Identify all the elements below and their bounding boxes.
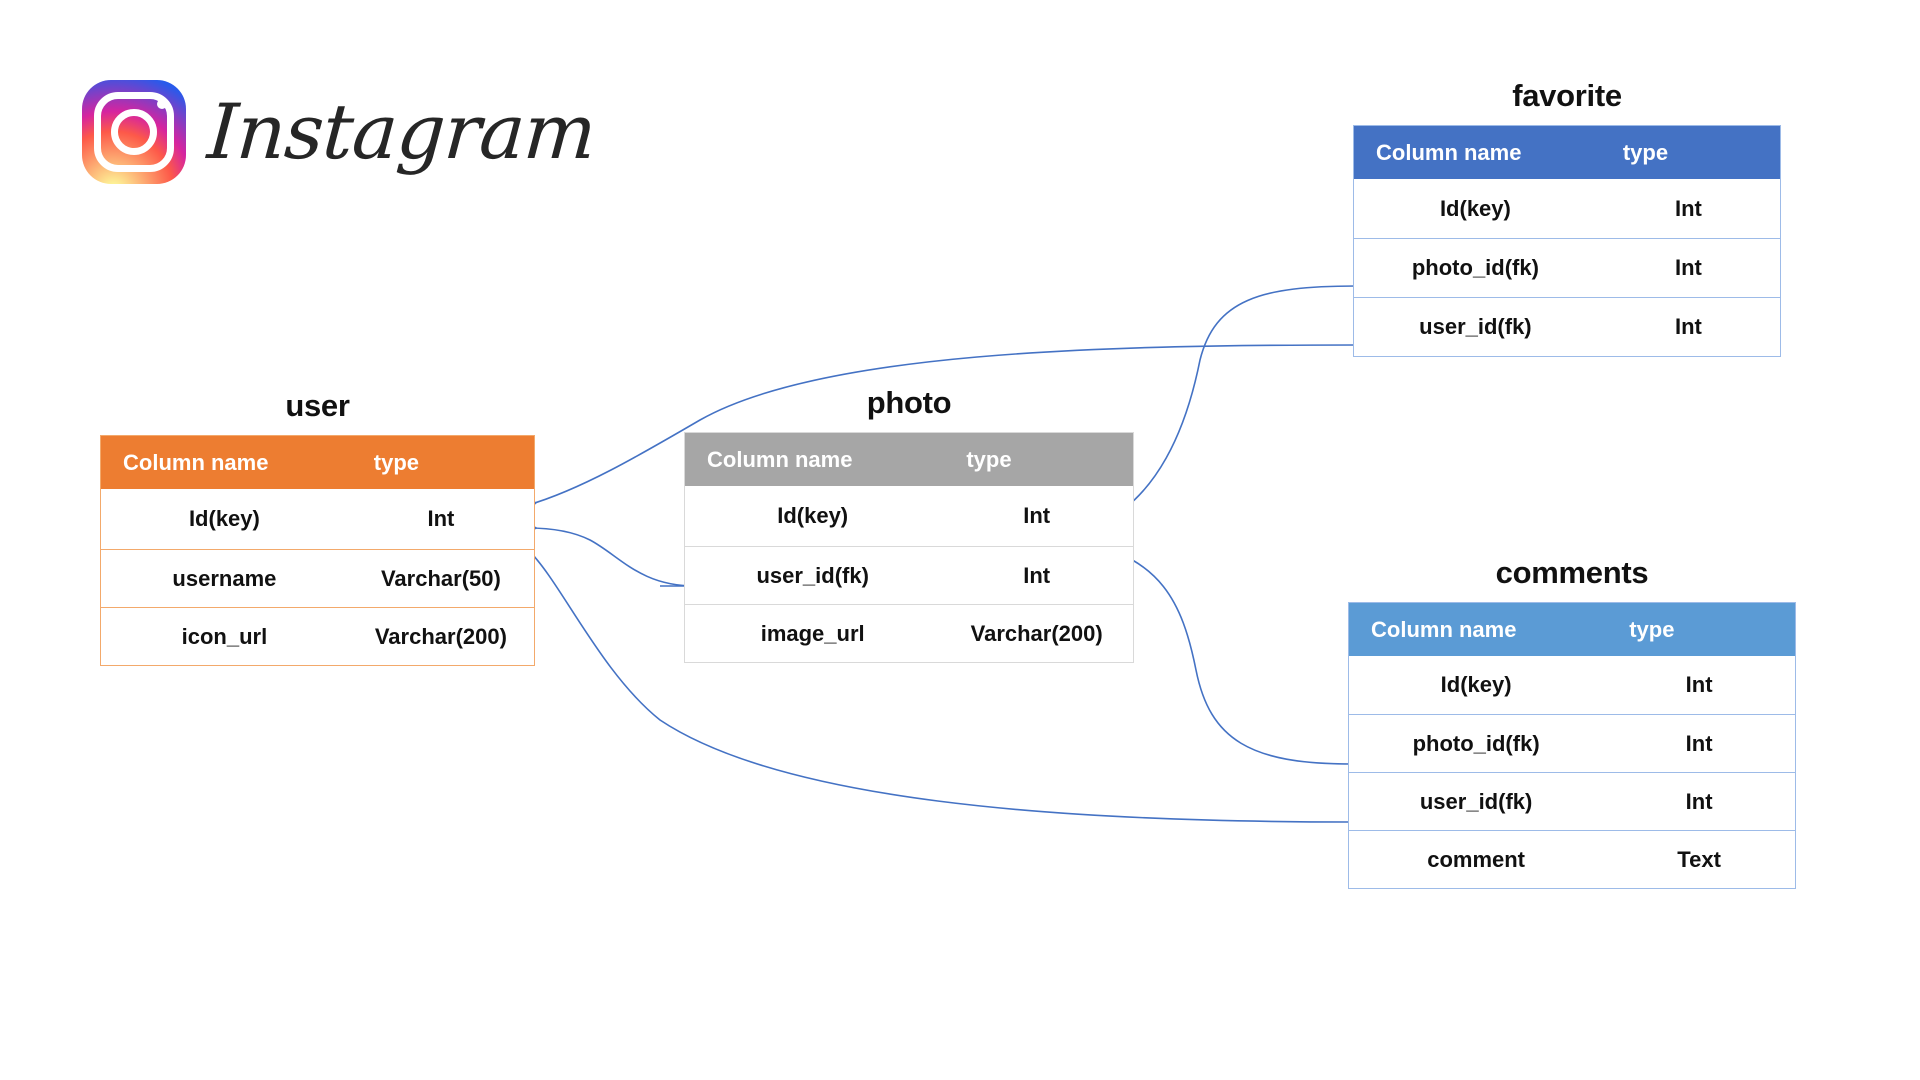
- column-header-name: Column name: [123, 449, 269, 475]
- table-title-comments: comments: [1495, 555, 1649, 590]
- table-header-row: Column name type: [1349, 603, 1795, 656]
- table-row: Id(key) Int: [685, 486, 1133, 546]
- cell-column-type: Varchar(200): [374, 623, 507, 649]
- column-header-type: type: [1622, 139, 1669, 165]
- column-header-name: Column name: [707, 446, 853, 472]
- table-row: photo_id(fk) Int: [1349, 714, 1795, 772]
- table-row: icon_url Varchar(200): [101, 607, 534, 665]
- table-row: Id(key) Int: [1354, 179, 1780, 238]
- table-box-user: Column name type Id(key) Int username Va…: [100, 435, 535, 666]
- table-box-favorite: Column name type Id(key) Int photo_id(fk…: [1353, 125, 1781, 357]
- cell-column-type: Int: [1685, 730, 1713, 756]
- cell-column-name: Id(key): [1440, 672, 1512, 697]
- column-header-name: Column name: [1376, 139, 1522, 165]
- cell-column-type: Int: [1023, 503, 1051, 528]
- cell-column-type: Text: [1677, 846, 1721, 872]
- cell-column-type: Varchar(50): [380, 565, 501, 591]
- table-row: comment Text: [1349, 830, 1795, 888]
- cell-column-name: icon_url: [181, 623, 268, 649]
- table-header-row: Column name type: [1354, 126, 1780, 179]
- table-header-row: Column name type: [101, 436, 534, 489]
- column-header-type: type: [1629, 616, 1675, 642]
- table-row: Id(key) Int: [1349, 656, 1795, 714]
- table-row: user_id(fk) Int: [685, 546, 1133, 604]
- table-title-photo: photo: [866, 385, 952, 420]
- cell-column-name: user_id(fk): [1419, 314, 1532, 339]
- table-user: user Column name type Id(key) Int userna…: [100, 388, 535, 666]
- instagram-wordmark: Instagram: [204, 87, 599, 176]
- table-title-user: user: [285, 388, 350, 423]
- instagram-logo: Instagram: [82, 80, 599, 184]
- cell-column-name: user_id(fk): [756, 562, 869, 588]
- cell-column-name: Id(key): [777, 503, 849, 528]
- table-box-comments: Column name type Id(key) Int photo_id(fk…: [1348, 602, 1796, 889]
- cell-column-name: username: [172, 565, 277, 591]
- cell-column-type: Int: [1023, 562, 1051, 588]
- cell-column-name: photo_id(fk): [1412, 730, 1540, 756]
- cell-column-type: Int: [1685, 672, 1713, 697]
- cell-column-type: Int: [427, 506, 455, 531]
- cell-column-type: Int: [1674, 255, 1702, 280]
- table-row: user_id(fk) Int: [1354, 297, 1780, 356]
- table-row: image_url Varchar(200): [685, 604, 1133, 662]
- table-title-favorite: favorite: [1512, 78, 1622, 113]
- table-header-row: Column name type: [685, 433, 1133, 486]
- table-row: username Varchar(50): [101, 549, 534, 607]
- instagram-camera-icon: [82, 80, 186, 184]
- table-box-photo: Column name type Id(key) Int user_id(fk)…: [684, 432, 1134, 663]
- cell-column-name: comment: [1427, 846, 1525, 872]
- cell-column-name: Id(key): [188, 506, 260, 531]
- cell-column-type: Int: [1674, 195, 1702, 221]
- cell-column-name: Id(key): [1439, 195, 1511, 221]
- cell-column-type: Varchar(200): [970, 620, 1103, 646]
- camera-lens-shape: [111, 109, 157, 155]
- cell-column-type: Int: [1685, 788, 1713, 814]
- cell-column-name: image_url: [760, 620, 865, 646]
- table-photo: photo Column name type Id(key) Int user_…: [684, 385, 1134, 663]
- table-comments: comments Column name type Id(key) Int ph…: [1348, 555, 1796, 889]
- cell-column-name: user_id(fk): [1419, 788, 1533, 814]
- table-row: Id(key) Int: [101, 489, 534, 549]
- cell-column-name: photo_id(fk): [1411, 255, 1539, 280]
- column-header-name: Column name: [1371, 616, 1517, 642]
- column-header-type: type: [966, 446, 1012, 472]
- cell-column-type: Int: [1674, 314, 1702, 339]
- table-row: photo_id(fk) Int: [1354, 238, 1780, 297]
- connector-photo-user: [526, 522, 696, 587]
- table-row: user_id(fk) Int: [1349, 772, 1795, 830]
- column-header-type: type: [373, 449, 420, 475]
- camera-flash-dot: [157, 99, 167, 109]
- camera-frame-shape: [94, 92, 174, 172]
- table-favorite: favorite Column name type Id(key) Int ph…: [1353, 78, 1781, 357]
